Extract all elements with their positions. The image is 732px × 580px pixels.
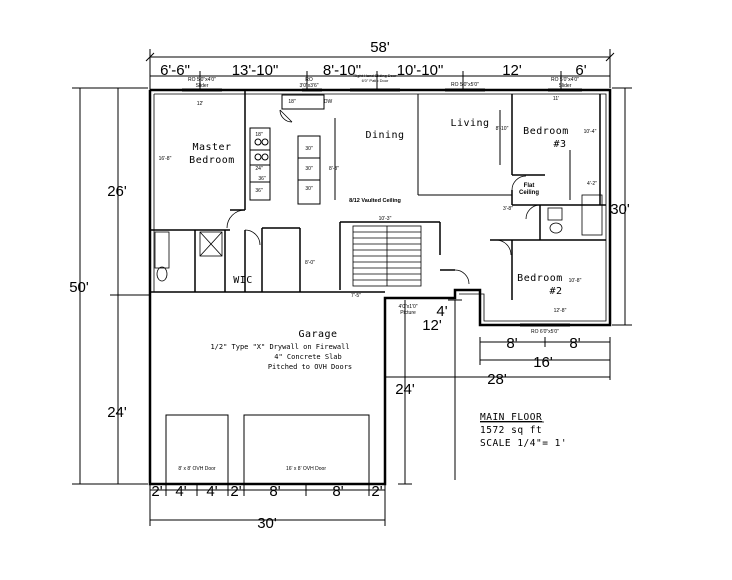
label-ovh-small: 8' x 8' OVH Door [178, 466, 216, 472]
interior-walls [150, 90, 606, 300]
dim-top-total: 58' [370, 39, 390, 56]
summary-area: 1572 sq ft [480, 425, 542, 436]
room-bedroom3-line1: Bedroom [523, 126, 569, 137]
int-dw: DW [324, 99, 333, 105]
dim-top-seg-1: 6'-6" [160, 62, 190, 79]
label-vaulted: 8/12 Vaulted Ceiling [349, 198, 401, 204]
room-bedroom2-line2: #2 [549, 286, 562, 297]
dim-right-eight-b: 8' [569, 335, 580, 352]
room-wic: WIC [233, 275, 253, 286]
label-flat-ceiling-2: Ceiling [519, 190, 539, 196]
dim-bottom-seg-7: 2' [371, 483, 382, 500]
label-ro-master-2: Slider [196, 83, 209, 89]
dim-right-twentyfour: 24' [395, 381, 415, 398]
dim-top-seg-2: 13'-10" [232, 62, 279, 79]
int-master-w: 12' [197, 101, 204, 107]
room-dining: Dining [365, 130, 404, 141]
int-hall2: 8'-0" [305, 260, 315, 266]
room-master-line2: Bedroom [189, 155, 235, 166]
dim-bottom-seg-2: 4' [175, 483, 186, 500]
label-sliding-door-2: 6'0" Patio Door [362, 78, 389, 83]
dim-right-four: 4' [436, 303, 447, 320]
label-picture-1: 4'0"x1'0" [398, 304, 417, 310]
int-bed2-w: 12'-8" [554, 308, 567, 314]
doors [226, 109, 541, 285]
label-ro-master-1: RO 5'0"x4'0" [188, 77, 216, 83]
dim-bottom-seg-1: 2' [151, 483, 162, 500]
top-dimensions [145, 49, 615, 90]
label-ro-kitchen-2: 3'0"x3'6" [299, 83, 318, 89]
garage-note-3: Pitched to OVH Doors [268, 363, 352, 371]
room-living: Living [450, 118, 489, 129]
dim-left-total: 50' [69, 279, 89, 296]
stairs [352, 225, 422, 287]
dim-left-upper: 26' [107, 183, 127, 200]
int-k36a: 36" [258, 176, 266, 182]
garage-note-2: 4" Concrete Slab [274, 353, 341, 361]
vaulted-lines [334, 94, 571, 200]
bottom-dimensions [149, 484, 386, 526]
dim-right-sixteen: 16' [533, 354, 553, 371]
dim-top-seg-6: 6' [575, 62, 586, 79]
label-ro-living: RO 5'0"x5'0" [451, 82, 479, 88]
garage-ovh-doors [165, 414, 370, 485]
int-bed2-d: 10'-8" [569, 278, 582, 284]
garage-note-1: 1/2" Type "X" Drywall on Firewall [210, 343, 349, 351]
int-bed3-d: 10'-4" [584, 129, 597, 135]
exterior-wall-inner [153, 93, 607, 322]
windows [182, 88, 582, 327]
dim-left-lower: 24' [107, 404, 127, 421]
room-master-line1: Master [192, 142, 231, 153]
room-garage: Garage [298, 329, 337, 340]
int-hall: 7'-5" [351, 293, 361, 299]
label-flat-ceiling-1: Flat [524, 183, 535, 189]
label-ovh-large: 16' x 8' OVH Door [286, 466, 326, 472]
room-bedroom2-line1: Bedroom [517, 273, 563, 284]
int-bath-a: 3'-8" [503, 206, 513, 212]
dim-right-eight-a: 8' [506, 335, 517, 352]
dim-bottom-seg-3: 4' [206, 483, 217, 500]
dim-right-twentyeight: 28' [487, 371, 507, 388]
room-bedroom3-line2: #3 [553, 139, 566, 150]
label-ro-kitchen-1: RO [305, 77, 313, 83]
dim-top-seg-3: 8'-10" [323, 62, 361, 79]
dim-right-main: 30' [610, 201, 630, 218]
int-bath-b: 4'-2" [587, 181, 597, 187]
label-sliding-door-1: Right Hand Sliding Door [354, 73, 398, 78]
dim-top-seg-4: 10'-10" [397, 62, 444, 79]
int-dining-d: 8'-3" [329, 166, 339, 172]
label-picture-2: Picture [400, 310, 416, 316]
label-ro-bed3-1: RO 5'0"x4'0" [551, 77, 579, 83]
kitchen-counters [249, 94, 325, 205]
summary-title: MAIN FLOOR [480, 412, 542, 423]
dim-top-seg-5: 12' [502, 62, 522, 79]
int-k36b: 36" [255, 188, 263, 194]
label-ro-bed3-2: Slider [559, 83, 572, 89]
int-master-h: 16'-8" [159, 156, 172, 162]
int-k24: 24" [255, 166, 263, 172]
dim-bottom-seg-5: 8' [269, 483, 280, 500]
summary-scale: SCALE 1/4"= 1' [480, 438, 567, 449]
left-dimensions [72, 87, 150, 485]
int-stair-w: 10'-3" [379, 216, 392, 222]
int-k18: 18" [255, 132, 263, 138]
hall-bath-fixtures [547, 194, 603, 236]
label-ro-bed2: RO 6'0"x5'0" [531, 329, 559, 335]
int-k30b: 30" [305, 166, 313, 172]
master-bath-fixtures [154, 231, 223, 282]
int-living-d: 8'-10" [496, 126, 509, 132]
int-bed3-w: 11' [553, 96, 559, 102]
dim-bottom-total: 30' [257, 515, 277, 532]
right-dimensions [384, 87, 632, 485]
dim-bottom-seg-4: 2' [230, 483, 241, 500]
dim-right-twelve: 12' [422, 317, 442, 334]
int-k30a: 30" [305, 146, 313, 152]
int-k30c: 30" [305, 186, 313, 192]
int-d18: 18" [288, 99, 296, 105]
dim-bottom-seg-6: 8' [332, 483, 343, 500]
